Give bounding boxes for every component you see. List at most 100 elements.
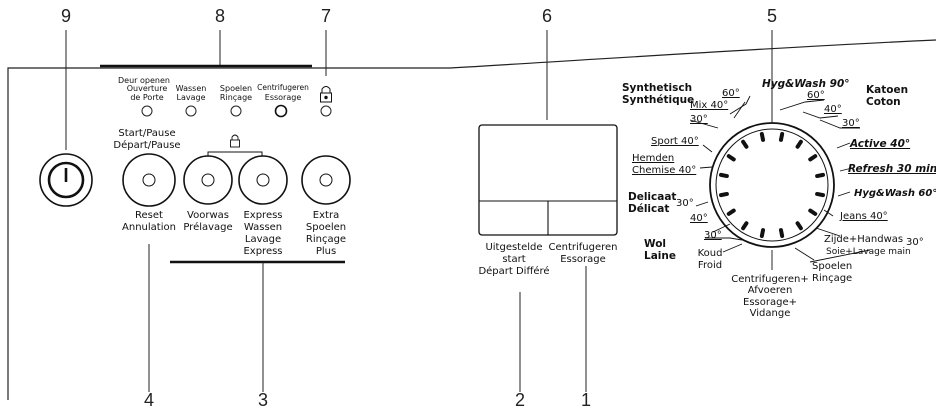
delay-start-label-1: Uitgestelde [485,242,543,253]
dial-spin-drain-3: Essorage+ [743,297,797,308]
indicator-rinse-label-nl: Spoelen [219,84,253,93]
start-pause-label-fr: Départ/Pause [113,140,181,151]
dial-cold-nl: Koud [697,248,723,259]
dial-silk-30: 30° [906,237,924,248]
dial-dot [741,221,749,231]
spin-speed-button[interactable] [548,201,617,235]
child-lock-icon [230,134,240,148]
prewash-label-fr: Prélavage [183,222,233,233]
dial-dot [759,131,766,142]
delay-start-label-2: start [502,254,526,265]
express-label-3: Lavage [244,234,282,245]
extra-rinse-button[interactable] [302,156,350,204]
callout-9: 9 [60,6,72,26]
dial-rinse-nl: Spoelen [812,261,853,272]
power-button[interactable] [40,154,92,206]
extra-rinse-label-2: Spoelen [305,222,347,233]
delay-start-button[interactable] [479,201,548,235]
indicator-door-label-fr1: Ouverture [126,84,168,93]
callout-6: 6 [541,6,553,26]
dial-dot [718,191,729,198]
door-lock-icon [320,86,332,103]
dial-dot [795,221,803,231]
panel-outline [7,39,936,400]
led-wash [185,105,197,117]
callout-5: 5 [766,6,778,26]
dial-synthetic-60: 60° [722,88,740,99]
indicator-door-label-fr2: de Porte [130,93,164,102]
dial-mix-40: Mix 40° [690,100,729,111]
express-wash-button[interactable] [239,156,287,204]
dial-cotton-40: 40° [824,104,842,115]
dial-cold-fr: Froid [697,260,723,271]
led-spin [274,104,288,118]
dial-position-dots [718,131,826,239]
dial-wool-30: 30° [704,230,722,241]
dial-synthetic-30: 30° [690,114,708,125]
dial-wool-nl: Wol [644,238,667,250]
prewash-button[interactable] [184,156,232,204]
dial-dot [815,191,826,198]
programme-dial-outer [709,122,835,248]
dial-synthetic-fr: Synthétique [622,94,695,106]
dial-spin-drain-2: Afvoeren [747,285,793,296]
dial-dot [726,208,736,216]
dial-dot [718,172,729,179]
reset-label-fr: Annulation [122,222,176,233]
extra-rinse-label-3: Rinçage [305,234,347,245]
dial-spin-drain-1: Centrifugeren+ [731,274,809,285]
indicator-wash-label-fr: Lavage [176,93,206,102]
express-label-1: Express [243,210,283,221]
dial-synthetic-nl: Synthetisch [622,82,693,94]
extra-rinse-label-1: Extra [312,210,340,221]
dial-dot [808,154,818,162]
dial-active-40: Active 40° [850,138,911,150]
spin-label-fr: Essorage [560,254,606,265]
dial-dot [778,228,785,239]
dial-refresh-30: Refresh 30 min [848,163,936,175]
dial-spin-drain-4: Vidange [749,308,791,319]
reset-label-nl: Reset [135,210,163,221]
indicator-spin-label-fr: Essorage [264,93,302,102]
dial-dot [815,172,826,179]
dial-dot [808,208,818,216]
dial-hygwash-90: Hyg&Wash 90° [762,78,850,90]
dial-shirt-fr: Chemise 40° [632,165,697,176]
start-pause-label-nl: Start/Pause [118,128,176,139]
indicator-spin-label-nl: Centrifugeren [257,83,309,92]
dial-delicate-nl: Delicaat [628,191,677,203]
dial-cotton-30: 30° [842,118,860,129]
dial-delicate-fr: Délicat [628,203,670,215]
extra-rinse-label-4: Plus [315,246,337,257]
callout-7: 7 [320,6,332,26]
indicator-rinse-label-fr: Rinçage [219,93,253,102]
dial-hygwash-60: Hyg&Wash 60° [854,188,936,199]
delay-start-label-3: Départ Différé [478,266,550,277]
dial-cotton-60: 60° [807,90,825,101]
dial-delicate-30: 30° [676,198,694,209]
callout-3: 3 [257,390,269,410]
express-label-2: Wassen [243,222,283,233]
programme-selector-dial[interactable] [710,123,834,247]
dial-dot [726,154,736,162]
indicator-wash-label-nl: Wassen [175,84,207,93]
dial-shirt-nl: Hemden [632,153,675,164]
spin-label-nl: Centrifugeren [548,242,618,253]
dial-dot [741,139,749,149]
led-door [141,105,153,117]
callout-1: 1 [580,390,592,410]
led-rinse [230,105,242,117]
dial-dot [759,228,766,239]
dial-silk-handwash: Zijde+Handwas [824,234,904,245]
callout-4: 4 [143,390,155,410]
callout-8: 8 [214,6,226,26]
indicator-door-label-nl: Deur openen [118,76,170,85]
callout-2: 2 [514,390,526,410]
dial-silk-handwash-fr: Soie+Lavage main [826,247,911,257]
dial-wool-fr: Laine [644,250,676,262]
dial-wool-40: 40° [690,213,708,224]
start-pause-button[interactable] [123,154,175,206]
dial-jeans-40: Jeans 40° [840,211,888,222]
lock-bracket [207,151,263,158]
